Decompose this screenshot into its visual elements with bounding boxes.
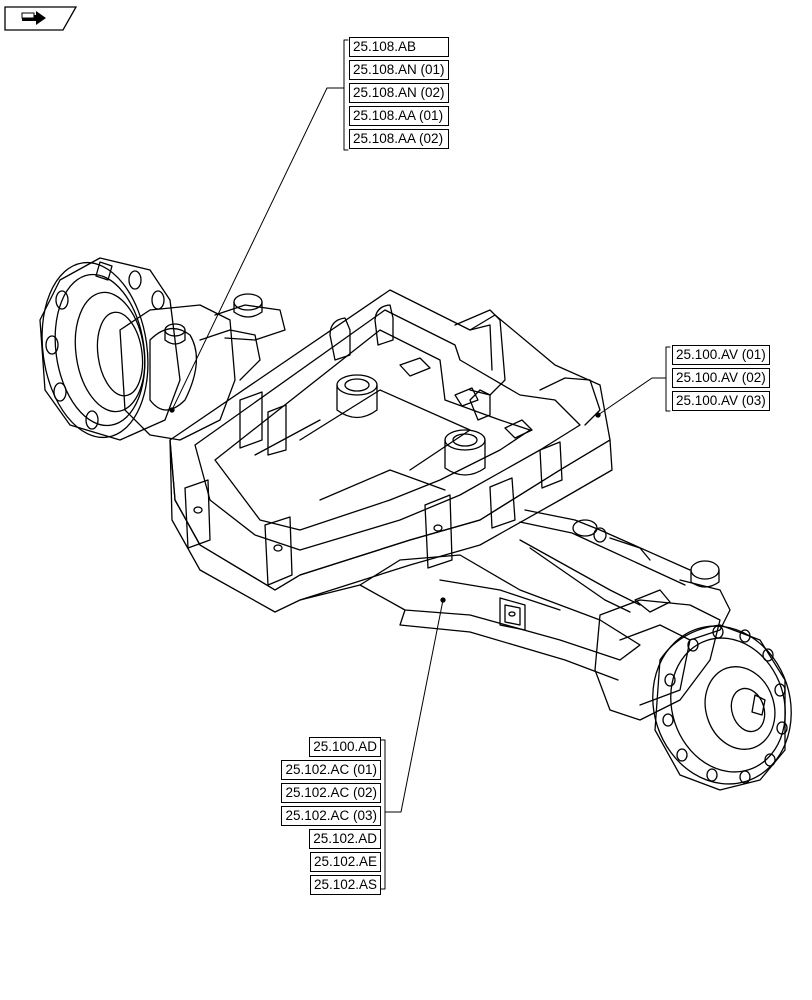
leader-dot-bottom [440,597,446,603]
ref-link[interactable]: 25.108.AB [349,37,449,57]
ref-link[interactable]: 25.100.AV (01) [672,345,770,365]
navigate-back-icon [4,6,78,31]
leader-lines [171,39,671,890]
ref-link[interactable]: 25.108.AN (01) [349,60,449,80]
right-wheel-hub [652,624,792,791]
leader-dot-right [595,412,601,418]
callout-group-bottom: 25.100.AD 25.102.AC (01) 25.102.AC (02) … [281,737,381,895]
ref-link[interactable]: 25.100.AD [309,737,381,757]
ref-link[interactable]: 25.102.AC (01) [281,760,381,780]
ref-link[interactable]: 25.100.AV (03) [672,391,770,411]
ref-link[interactable]: 25.108.AN (02) [349,83,449,103]
left-steering-knuckle [119,293,286,441]
ref-link[interactable]: 25.108.AA (01) [349,106,449,126]
callout-group-top: 25.108.AB 25.108.AN (01) 25.108.AN (02) … [349,37,449,149]
axle-support-frame [169,289,613,613]
left-wheel-hub [39,257,181,441]
leader-dot-top [169,407,175,413]
ref-link[interactable]: 25.102.AD [309,829,381,849]
leader-top [171,39,349,411]
ref-link[interactable]: 25.102.AE [309,852,381,872]
steering-tie-rod [519,509,731,641]
ref-link[interactable]: 25.102.AC (03) [281,806,381,826]
ref-link[interactable]: 25.102.AC (02) [281,783,381,803]
leader-bottom [380,599,444,890]
navigation-tab[interactable] [0,0,80,32]
ref-link[interactable]: 25.100.AV (02) [672,368,770,388]
ref-link[interactable]: 25.102.AS [309,875,381,895]
ref-link[interactable]: 25.108.AA (02) [349,129,449,149]
axle-beam [299,554,641,681]
callout-group-right: 25.100.AV (01) 25.100.AV (02) 25.100.AV … [672,345,770,411]
leader-right [597,346,671,416]
